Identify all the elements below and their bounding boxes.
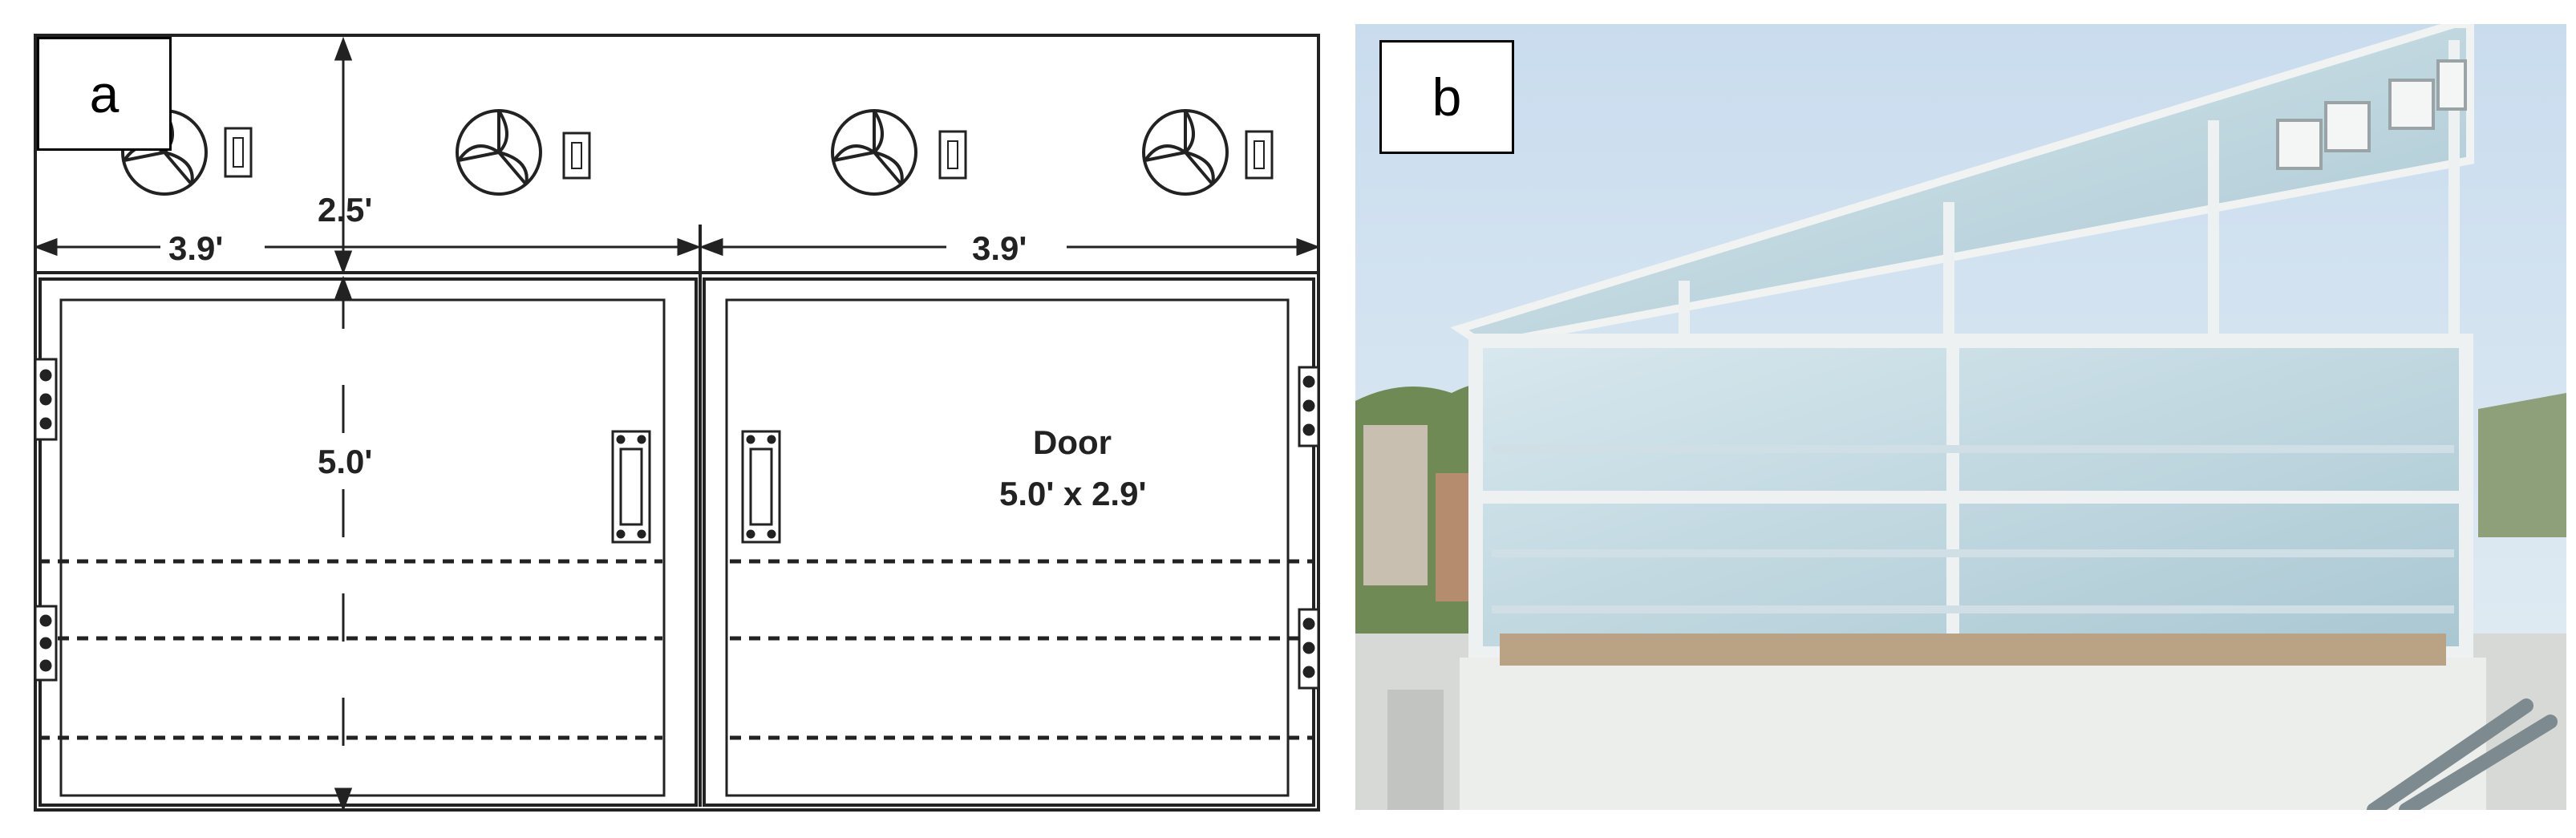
door-handle-icon [741,430,781,544]
greenhouse-photo [1355,20,2566,817]
door-size-label: 5.0' x 2.9' [999,475,1146,512]
right-door-inner [725,298,1290,797]
dimension-left-width: 3.9' [168,229,223,267]
switch-icon [224,127,253,178]
panel-a-schematic: 3.9' 2.5' 3.9' 5.0' Door 5.0' x 2.9' [33,34,1321,812]
exhaust-fan-icon [2276,119,2323,170]
exhaust-fan-icon [1142,109,1229,196]
exhaust-fan-icon [456,109,542,196]
hinge-icon [1298,366,1320,447]
switch-icon [562,132,591,180]
hinge-icon [34,605,58,682]
door-handle-icon [611,430,651,544]
switch-icon [938,130,967,180]
door-label: Door [1033,423,1112,461]
outer-frame [34,34,1320,812]
right-door-outer [703,277,1315,807]
dimension-top-height: 2.5' [318,191,372,229]
switch-icon [1245,130,1274,180]
dimension-door-height: 5.0' [318,443,372,480]
left-door-inner [59,298,666,797]
dimension-right-width: 3.9' [972,229,1027,267]
hinge-icon [1298,608,1320,690]
exhaust-fan-icon [2436,59,2467,111]
exhaust-fan-icon [831,109,917,196]
hinge-icon [34,358,58,441]
exhaust-fan-icon [2324,101,2371,152]
exhaust-fan-icon [2388,79,2435,130]
schematic-drawing: 3.9' 2.5' 3.9' 5.0' Door 5.0' x 2.9' [33,34,1321,812]
left-door-outer [38,277,698,807]
panel-b-photo: b [1355,20,2566,817]
greenhouse-base [1460,658,2486,810]
panel-label-a: a [37,37,172,151]
panel-label-b: b [1379,40,1514,154]
